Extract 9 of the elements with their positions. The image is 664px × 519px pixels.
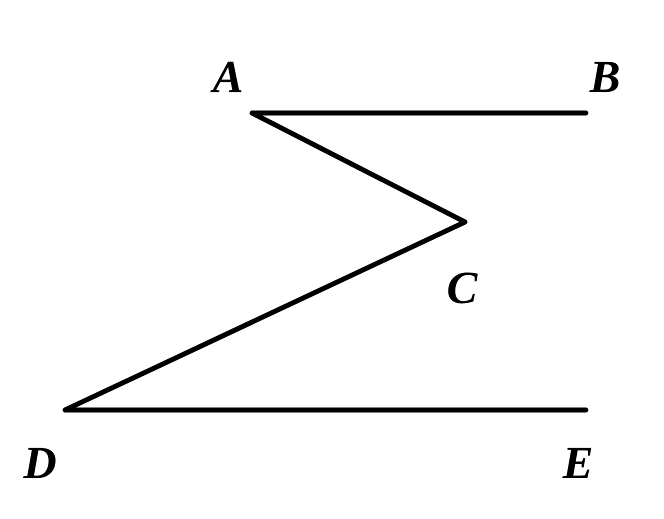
line-segment xyxy=(250,110,468,224)
line-segment xyxy=(250,110,588,116)
line-segment xyxy=(62,220,468,412)
line-segment xyxy=(62,407,588,412)
point-label: A xyxy=(210,62,242,92)
point-label: D xyxy=(23,448,56,478)
point-label: C xyxy=(448,272,478,304)
point-label: E xyxy=(562,448,592,478)
point-label: B xyxy=(589,62,619,92)
